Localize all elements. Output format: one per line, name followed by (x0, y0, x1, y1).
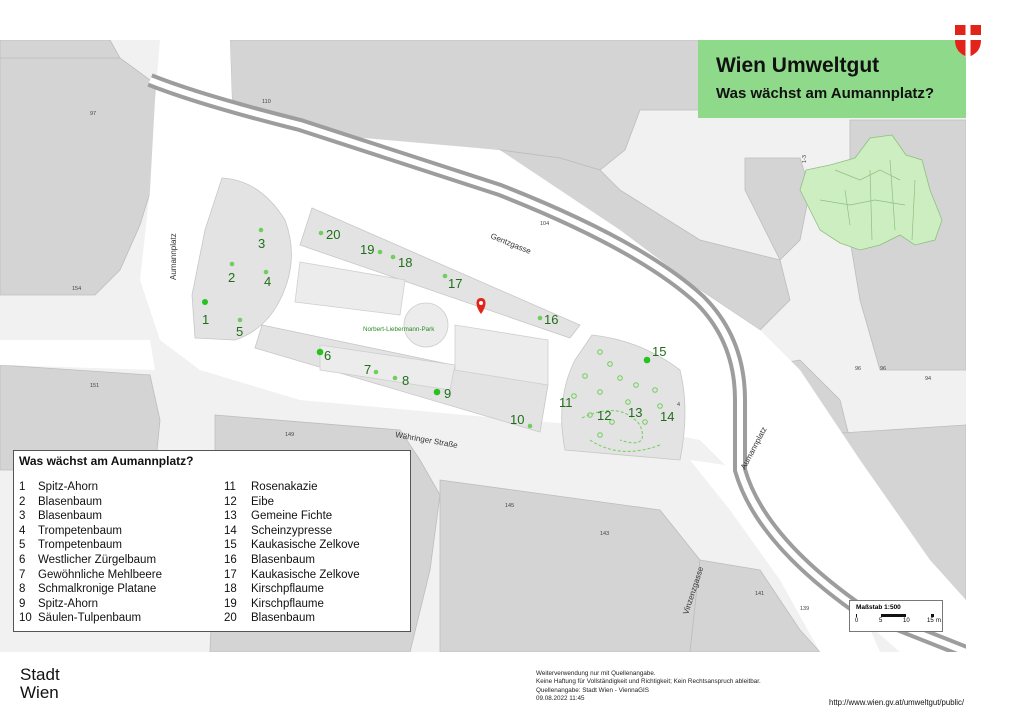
house-number: 154 (72, 286, 81, 292)
scale-tick: 5 (879, 618, 883, 624)
house-number: 139 (800, 606, 809, 612)
footer-url-link[interactable]: http://www.wien.gv.at/umweltgut/public/ (829, 698, 965, 707)
street-label-aumannplatz-west: Aumannplatz (169, 233, 178, 280)
house-number: 143 (600, 531, 609, 537)
house-number: 94 (925, 376, 931, 382)
house-number: 141 (755, 591, 764, 597)
tree-label-17: 17 (448, 276, 462, 291)
house-number: 151 (90, 383, 99, 389)
park-lawns (294, 261, 549, 391)
legend-title: Was wächst am Aumannplatz? (19, 454, 194, 468)
house-number: 145 (505, 503, 514, 509)
scale-title: Maßstab 1:500 (856, 604, 901, 611)
house-number: 1-3 (802, 155, 808, 163)
tree-label-18: 18 (398, 255, 412, 270)
tree-label-11: 11 (559, 395, 573, 410)
house-number: 96 (880, 366, 886, 372)
tree-label-8: 8 (402, 373, 409, 388)
district-overview-map (799, 134, 943, 251)
house-number: 97 (90, 111, 96, 117)
tree-number-labels: 1 2 3 4 5 6 7 8 9 10 11 12 13 14 15 16 1… (202, 227, 674, 427)
scale-tick: 15 (927, 618, 934, 624)
tree-label-7: 7 (364, 362, 371, 377)
tree-label-14: 14 (660, 409, 674, 424)
tree-label-19: 19 (360, 242, 374, 257)
house-number: 96 (855, 366, 861, 372)
tram-track-inner (148, 77, 966, 652)
footer-note: 09.08.2022 11:45 (536, 694, 585, 702)
page-title: Wien Umweltgut (716, 54, 880, 77)
scale-tick: 0 (855, 618, 859, 624)
tree-label-4: 4 (264, 274, 271, 289)
tree-label-20: 20 (326, 227, 340, 242)
page-subtitle: Was wächst am Aumannplatz? (716, 85, 935, 102)
title-box: Wien Umweltgut Was wächst am Aumannplatz… (698, 40, 966, 118)
location-marker-icon[interactable] (476, 298, 486, 314)
tree-label-12: 12 (597, 408, 611, 423)
house-number: 110 (262, 99, 271, 105)
tree-label-9: 9 (444, 386, 451, 401)
tree-label-13: 13 (628, 405, 642, 420)
tree-label-1: 1 (202, 312, 209, 327)
tree-label-5: 5 (236, 324, 243, 339)
stadt-wien-logo: Stadt Wien (20, 666, 60, 702)
scale-tick: 10 (903, 618, 910, 624)
tree-label-15: 15 (652, 344, 666, 359)
tree-label-2: 2 (228, 270, 235, 285)
logo-line-2: Wien (20, 683, 59, 702)
footer-note: Quellenangabe: Stadt Wien - ViennaGIS (536, 686, 649, 694)
tree-dots (202, 227, 663, 452)
vienna-coat-of-arms-icon (955, 25, 981, 57)
tree-label-3: 3 (258, 236, 265, 251)
park-label: Norbert-Liebermann-Park (363, 326, 435, 333)
logo-line-1: Stadt (20, 665, 60, 684)
scale-unit: m (936, 618, 941, 624)
house-number: 4 (677, 402, 680, 408)
tree-label-6: 6 (324, 348, 331, 363)
tree-label-16: 16 (544, 312, 558, 327)
tree-label-10: 10 (510, 412, 524, 427)
footer-note: Weiterverwendung nur mit Quellenangabe. (536, 670, 656, 677)
scale-bar-box: Maßstab 1:500 0 5 10 15 m (849, 600, 943, 632)
footer-notes: Weiterverwendung nur mit Quellenangabe. … (536, 670, 761, 703)
house-number: 149 (285, 432, 294, 438)
scale-bar (856, 614, 934, 617)
footer-note: Keine Haftung für Vollständigkeit und Ri… (536, 678, 761, 686)
house-number: 104 (540, 221, 549, 227)
